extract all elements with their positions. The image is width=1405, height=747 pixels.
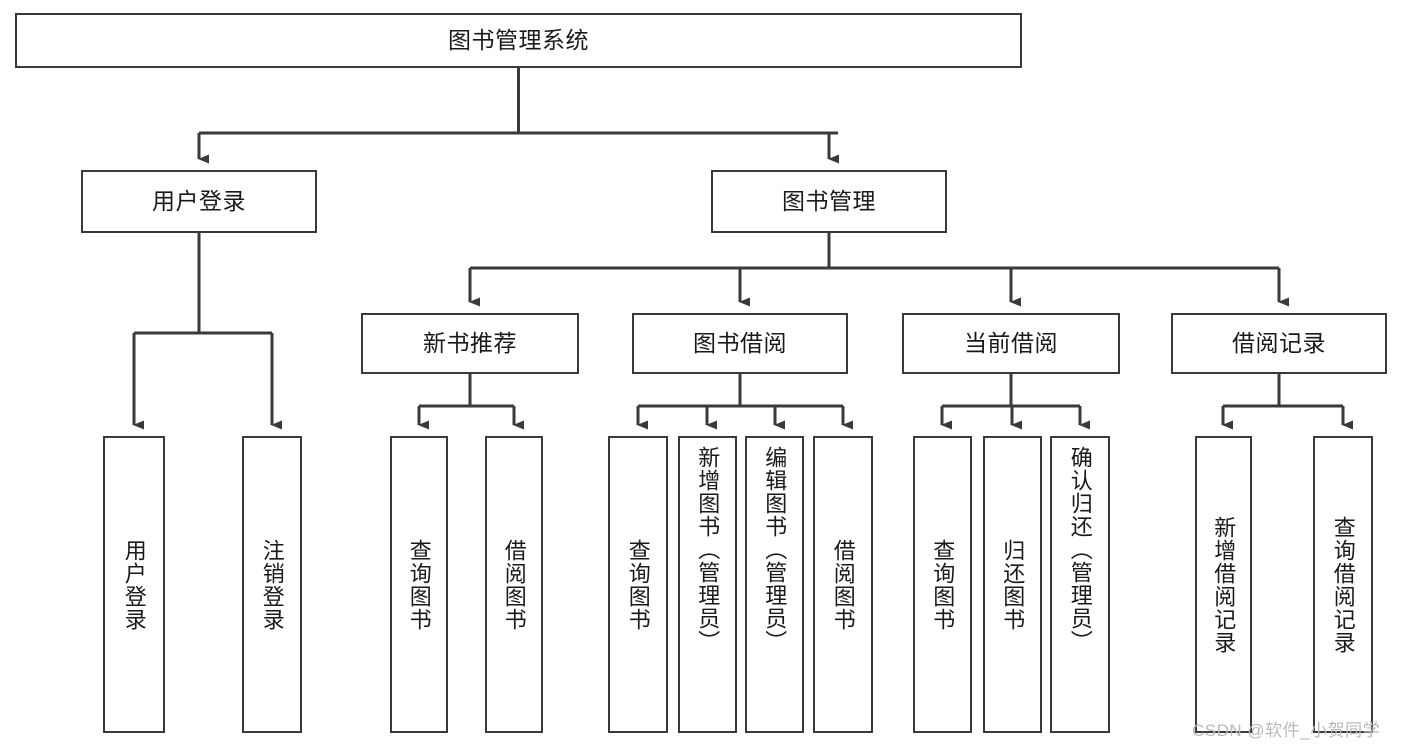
node-new-book-recommend-label: 新书推荐 (423, 329, 517, 356)
node-book-borrow-label: 图书借阅 (693, 329, 787, 356)
node-root-label: 图书管理系统 (448, 26, 589, 53)
leaf-confirm-return-admin-label: 确认归还（管理员） (1067, 446, 1093, 653)
leaf-logout[interactable]: 注销登录 (242, 436, 302, 733)
csdn-watermark: CSDN @软件_小贺同学 (1192, 721, 1381, 740)
leaf-query-borrow-record[interactable]: 查询借阅记录 (1313, 436, 1373, 733)
node-user-login[interactable]: 用户登录 (81, 170, 317, 233)
leaf-logout-label: 注销登录 (259, 538, 285, 631)
leaf-edit-book-admin[interactable]: 编辑图书（管理员） (745, 436, 804, 733)
node-book-borrow[interactable]: 图书借阅 (632, 313, 848, 374)
leaf-query-book-borrow-label: 查询图书 (625, 538, 651, 631)
leaf-query-borrow-record-label: 查询借阅记录 (1330, 515, 1356, 654)
leaf-query-book-newbook[interactable]: 查询图书 (390, 436, 448, 733)
leaf-user-login[interactable]: 用户登录 (103, 436, 165, 733)
leaf-query-book-newbook-label: 查询图书 (406, 538, 432, 631)
leaf-borrow-book-newbook-label: 借阅图书 (501, 538, 527, 631)
node-book-management[interactable]: 图书管理 (711, 170, 947, 233)
node-borrow-record[interactable]: 借阅记录 (1171, 313, 1387, 374)
leaf-query-book-current[interactable]: 查询图书 (913, 436, 972, 733)
leaf-user-login-label: 用户登录 (121, 538, 147, 631)
leaf-query-book-current-label: 查询图书 (930, 538, 956, 631)
node-new-book-recommend[interactable]: 新书推荐 (361, 313, 579, 374)
leaf-borrow-book-label: 借阅图书 (830, 538, 856, 631)
leaf-edit-book-admin-label: 编辑图书（管理员） (762, 446, 788, 653)
leaf-add-book-admin-label: 新增图书（管理员） (695, 446, 721, 653)
leaf-add-book-admin[interactable]: 新增图书（管理员） (678, 436, 737, 733)
node-current-borrow-label: 当前借阅 (964, 329, 1058, 356)
leaf-add-borrow-record-label: 新增借阅记录 (1211, 515, 1237, 654)
node-root[interactable]: 图书管理系统 (15, 13, 1022, 68)
node-current-borrow[interactable]: 当前借阅 (902, 313, 1120, 374)
leaf-add-borrow-record[interactable]: 新增借阅记录 (1195, 436, 1252, 733)
node-book-management-label: 图书管理 (782, 187, 876, 214)
node-user-login-label: 用户登录 (152, 187, 246, 214)
leaf-return-book-label: 归还图书 (1000, 538, 1026, 631)
leaf-confirm-return-admin[interactable]: 确认归还（管理员） (1050, 436, 1110, 733)
leaf-return-book[interactable]: 归还图书 (983, 436, 1042, 733)
leaf-borrow-book-newbook[interactable]: 借阅图书 (485, 436, 543, 733)
leaf-borrow-book[interactable]: 借阅图书 (813, 436, 873, 733)
leaf-query-book-borrow[interactable]: 查询图书 (608, 436, 668, 733)
node-borrow-record-label: 借阅记录 (1232, 329, 1326, 356)
